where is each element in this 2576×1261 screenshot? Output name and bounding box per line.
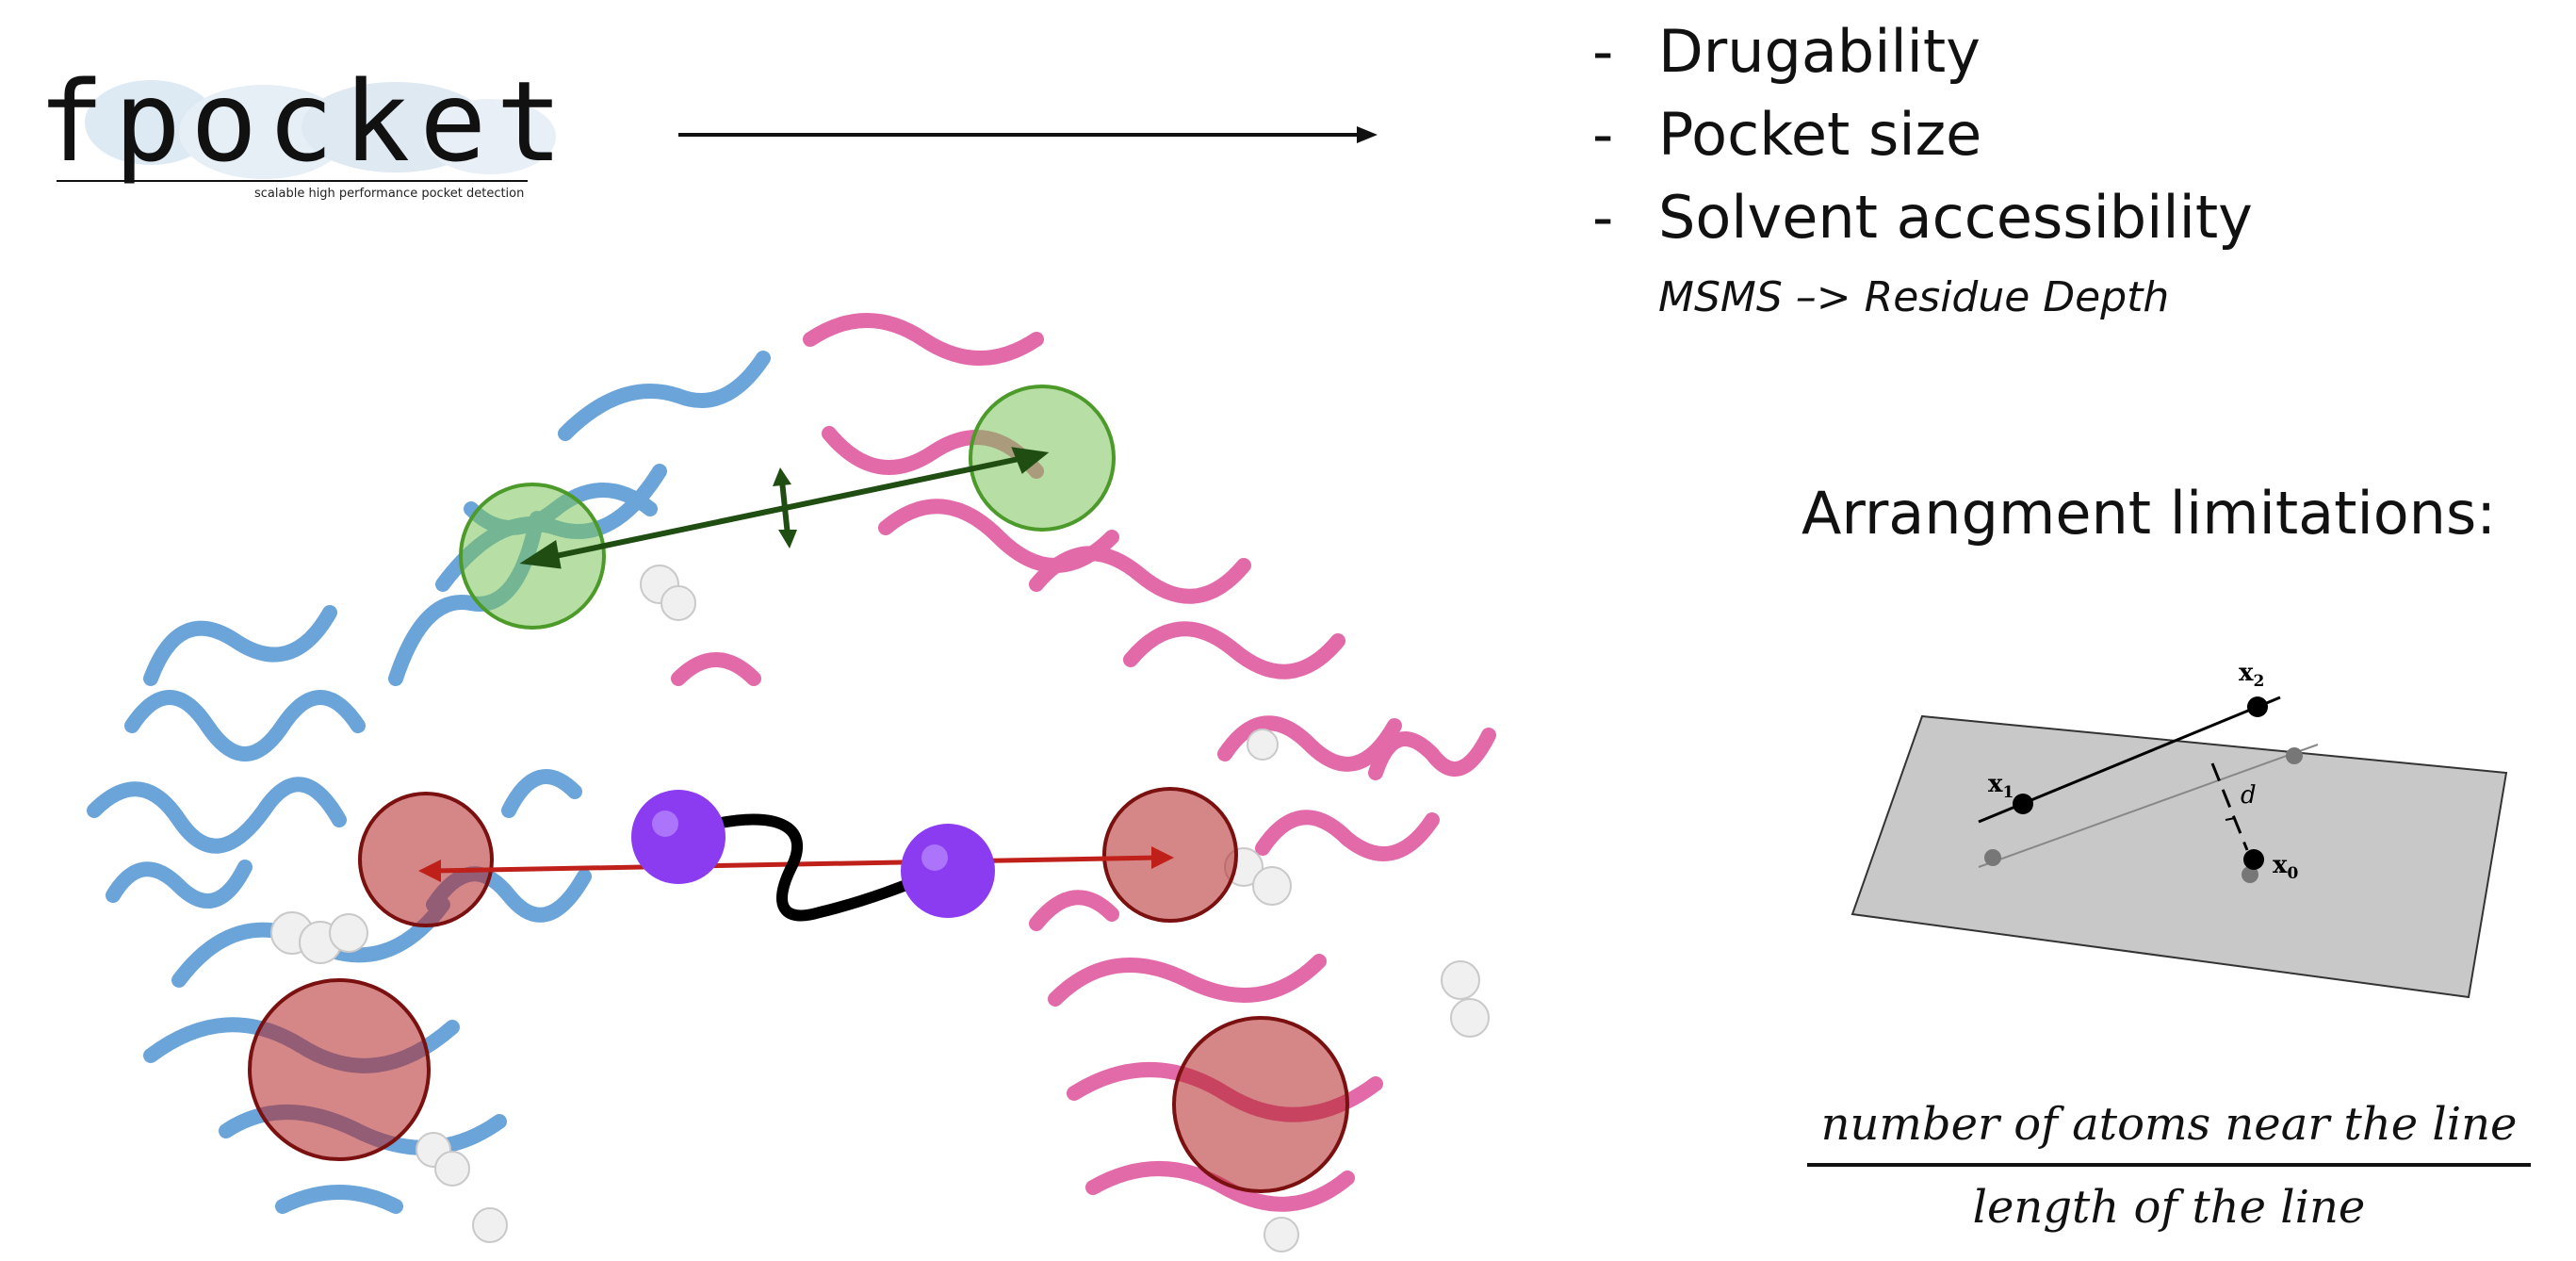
logo-wordmark: fpocket (38, 57, 573, 187)
fpocket-logo: fpocket scalable high performance pocket… (38, 66, 565, 207)
formula-denominator: length of the line (1972, 1181, 2366, 1234)
msms-note: MSMS –> Residue Depth (1658, 273, 2170, 321)
white-atom-spheres (270, 565, 1490, 1253)
projection-plane (1850, 714, 2508, 999)
perpendicular-distance (2210, 762, 2249, 851)
logo-tagline: scalable high performance pocket detecti… (254, 187, 525, 201)
projected-line (1978, 744, 2319, 868)
point-x2 (2247, 696, 2268, 717)
label-x0: x0 (2273, 851, 2299, 883)
property-drugability: Drugability (1658, 17, 1981, 86)
pocket-properties-list: - Drugability - Pocket size - Solvent ac… (1592, 17, 2440, 321)
logo-cloud-backdrop (57, 80, 556, 182)
arrangement-limitations-title: Arrangment limitations: (1802, 479, 2497, 548)
label-x1: x1 (1988, 770, 2014, 802)
fraction-bar (1807, 1163, 2531, 1167)
label-d: d (2241, 781, 2257, 810)
protein-structure-illustration (87, 313, 1496, 1253)
red-pocket-spheres (248, 787, 1349, 1193)
property-item: - Pocket size (1592, 100, 1982, 169)
green-distance-arrow (519, 447, 1050, 569)
point-line-distance-diagram: x1 x2 x0 d (1850, 659, 2508, 999)
logo-to-properties-arrow (678, 126, 1378, 143)
point-x0 (2243, 849, 2264, 870)
linker-molecule (631, 790, 995, 922)
property-solvent-accessibility: Solvent accessibility (1658, 183, 2253, 252)
property-item: - Solvent accessibility (1592, 183, 2253, 252)
property-pocket-size: Pocket size (1658, 100, 1982, 169)
line-density-formula: number of atoms near the line length of … (1807, 1091, 2531, 1240)
property-item: - Drugability (1592, 17, 1981, 86)
point-x1 (2013, 794, 2033, 814)
formula-numerator: number of atoms near the line (1820, 1098, 2518, 1151)
label-x2: x2 (2239, 659, 2264, 691)
